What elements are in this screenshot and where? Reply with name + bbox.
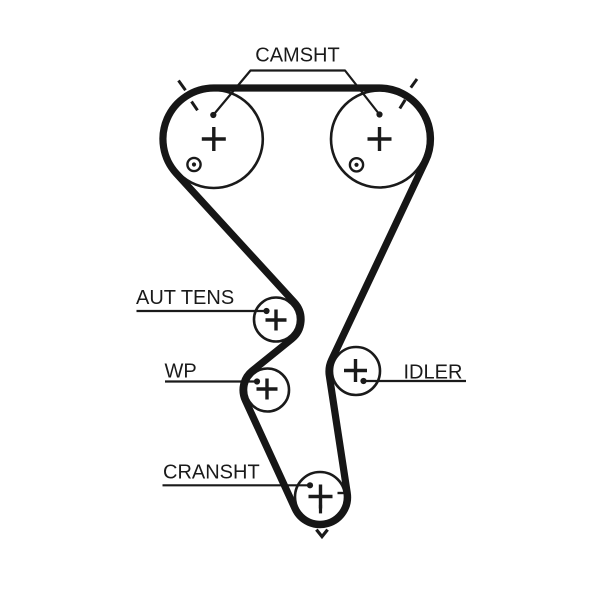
timing-mark-right-inner-tick xyxy=(398,99,407,110)
leader-dots xyxy=(210,111,383,489)
timing-mark-right-outer-tick xyxy=(409,78,419,89)
timing-mark-left-outer-tick xyxy=(177,79,187,92)
camshaft-bracket-leader xyxy=(212,69,381,116)
camshaft-label: CAMSHT xyxy=(255,45,339,67)
idler-center-cross-icon xyxy=(344,359,367,382)
camshaft-left-leader-dot xyxy=(210,111,217,119)
tensioner-label: AUT TENS xyxy=(136,287,234,309)
camshaft-right-leader-dot xyxy=(376,111,383,118)
idler-leader-dot xyxy=(360,377,367,385)
crankshaft-leader-dot xyxy=(306,482,314,489)
water-pump-center-cross-icon xyxy=(256,378,278,400)
camshaft-left-dot xyxy=(191,162,197,167)
camshaft-dot-marks xyxy=(186,156,365,173)
camshaft-right-center-cross-icon xyxy=(367,127,392,151)
crankshaft-arrow-chevron-icon xyxy=(315,528,329,540)
camshaft-timing-marks xyxy=(177,78,419,112)
crankshaft-label: CRANSHT xyxy=(163,462,260,484)
tensioner-center-cross-icon xyxy=(265,309,287,331)
water-pump-label: WP xyxy=(165,361,197,383)
idler-label: IDLER xyxy=(404,362,463,384)
timing-mark-left-inner-tick xyxy=(190,100,199,112)
pulley-center-marks xyxy=(201,127,392,509)
timing-belt xyxy=(159,84,435,529)
water-pump-leader-dot xyxy=(253,378,261,385)
camshaft-right-dot xyxy=(354,162,359,167)
tensioner-leader-dot xyxy=(263,307,270,315)
camshaft-left-center-cross-icon xyxy=(201,127,226,151)
crankshaft-center-cross-icon xyxy=(308,484,333,509)
